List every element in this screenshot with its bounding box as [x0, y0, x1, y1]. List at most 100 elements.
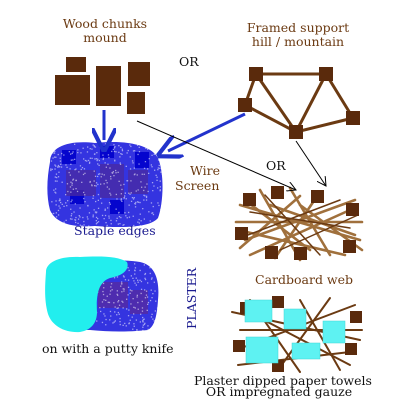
screen-speckle — [124, 195, 126, 197]
screen-speckle — [102, 154, 104, 156]
screen-speckle — [93, 146, 96, 148]
screen-speckle — [54, 180, 57, 182]
screen-speckle — [155, 300, 157, 302]
screen-speckle — [157, 167, 159, 169]
wood-chunks-mound — [55, 57, 150, 114]
screen-speckle — [127, 294, 129, 296]
screen-speckle — [142, 319, 144, 321]
screen-speckle — [50, 160, 53, 162]
screen-speckle — [147, 190, 149, 193]
screen-speckle — [117, 294, 119, 296]
framed-support-line1: Framed support — [246, 20, 350, 35]
screen-speckle — [140, 288, 143, 290]
screen-speckle — [108, 188, 110, 190]
screen-speckle — [107, 154, 110, 156]
screen-speckle — [59, 199, 61, 201]
screen-speckle — [79, 216, 81, 218]
screen-speckle — [129, 156, 131, 158]
screen-speckle — [127, 286, 130, 288]
screen-speckle — [55, 192, 57, 194]
screen-speckle — [71, 199, 73, 201]
screen-speckle — [75, 179, 77, 182]
screen-speckle — [120, 285, 122, 287]
screen-speckle — [109, 203, 111, 205]
screen-speckle — [136, 144, 139, 146]
screen-speckle — [71, 213, 73, 215]
staple-edges-label: Staple edges — [74, 223, 156, 238]
screen-speckle — [118, 300, 120, 302]
screen-speckle — [57, 164, 60, 167]
screen-speckle — [102, 293, 105, 296]
screen-speckle — [77, 222, 79, 224]
screen-speckle — [58, 224, 60, 226]
screen-speckle — [89, 181, 91, 183]
screen-speckle — [136, 174, 138, 176]
screen-speckle — [143, 199, 145, 201]
screen-speckle — [95, 220, 97, 222]
screen-speckle — [83, 220, 85, 223]
screen-speckle — [105, 166, 107, 168]
screen-speckle — [141, 307, 144, 309]
screen-speckle — [61, 152, 63, 155]
screen-speckle — [101, 173, 103, 175]
plaster-mound — [45, 256, 159, 333]
screen-speckle — [53, 224, 55, 226]
screen-speckle — [53, 150, 55, 153]
screen-speckle — [75, 168, 77, 170]
screen-speckle — [142, 324, 144, 326]
screen-speckle — [82, 147, 84, 149]
screen-speckle — [57, 209, 60, 212]
or-label-top: OR — [179, 54, 199, 69]
screen-speckle — [70, 208, 72, 210]
screen-speckle — [137, 221, 139, 223]
screen-speckle — [116, 198, 118, 200]
screen-speckle — [121, 200, 123, 202]
screen-speckle — [55, 165, 57, 167]
screen-speckle — [156, 176, 158, 178]
screen-speckle — [130, 200, 133, 202]
screen-speckle — [70, 191, 72, 193]
screen-speckle — [102, 157, 105, 159]
screen-speckle — [75, 216, 77, 219]
screen-speckle — [157, 159, 160, 161]
screen-speckle — [126, 298, 128, 300]
screen-speckle — [110, 286, 112, 288]
screen-speckle — [119, 163, 122, 165]
paper-towel-web — [231, 296, 363, 373]
screen-speckle — [142, 326, 144, 328]
screen-speckle — [153, 145, 155, 148]
paper-towels-line1: Plaster dipped paper towels — [194, 373, 372, 388]
screen-speckle — [114, 306, 116, 308]
screen-speckle — [146, 296, 149, 298]
screen-speckle — [99, 307, 101, 309]
screen-speckle — [133, 325, 135, 327]
screen-speckle — [144, 297, 147, 299]
screen-speckle — [150, 223, 153, 225]
screen-speckle — [54, 156, 56, 158]
screen-speckle — [153, 320, 155, 322]
screen-speckle — [128, 211, 130, 214]
screen-speckle — [108, 202, 111, 204]
screen-speckle — [88, 162, 91, 164]
screen-speckle — [54, 164, 56, 166]
screen-speckle — [95, 200, 97, 203]
screen-speckle — [144, 278, 147, 281]
screen-speckle — [115, 193, 117, 196]
screen-speckle — [134, 282, 136, 284]
screen-speckle — [101, 202, 103, 204]
screen-speckle — [74, 169, 76, 171]
screen-speckle — [145, 294, 148, 296]
screen-speckle — [152, 318, 154, 320]
wire-label: Wire — [190, 163, 220, 178]
screen-speckle — [59, 198, 61, 200]
screen-speckle — [151, 313, 153, 315]
screen-speckle — [69, 218, 72, 220]
screen-speckle — [124, 279, 127, 281]
screen-speckle — [138, 151, 141, 153]
screen-speckle — [97, 183, 99, 186]
screen-speckle — [140, 220, 142, 222]
screen-speckle — [151, 166, 153, 168]
screen-speckle — [145, 199, 148, 201]
screen-speckle — [50, 168, 52, 170]
screen-speckle — [130, 303, 132, 305]
